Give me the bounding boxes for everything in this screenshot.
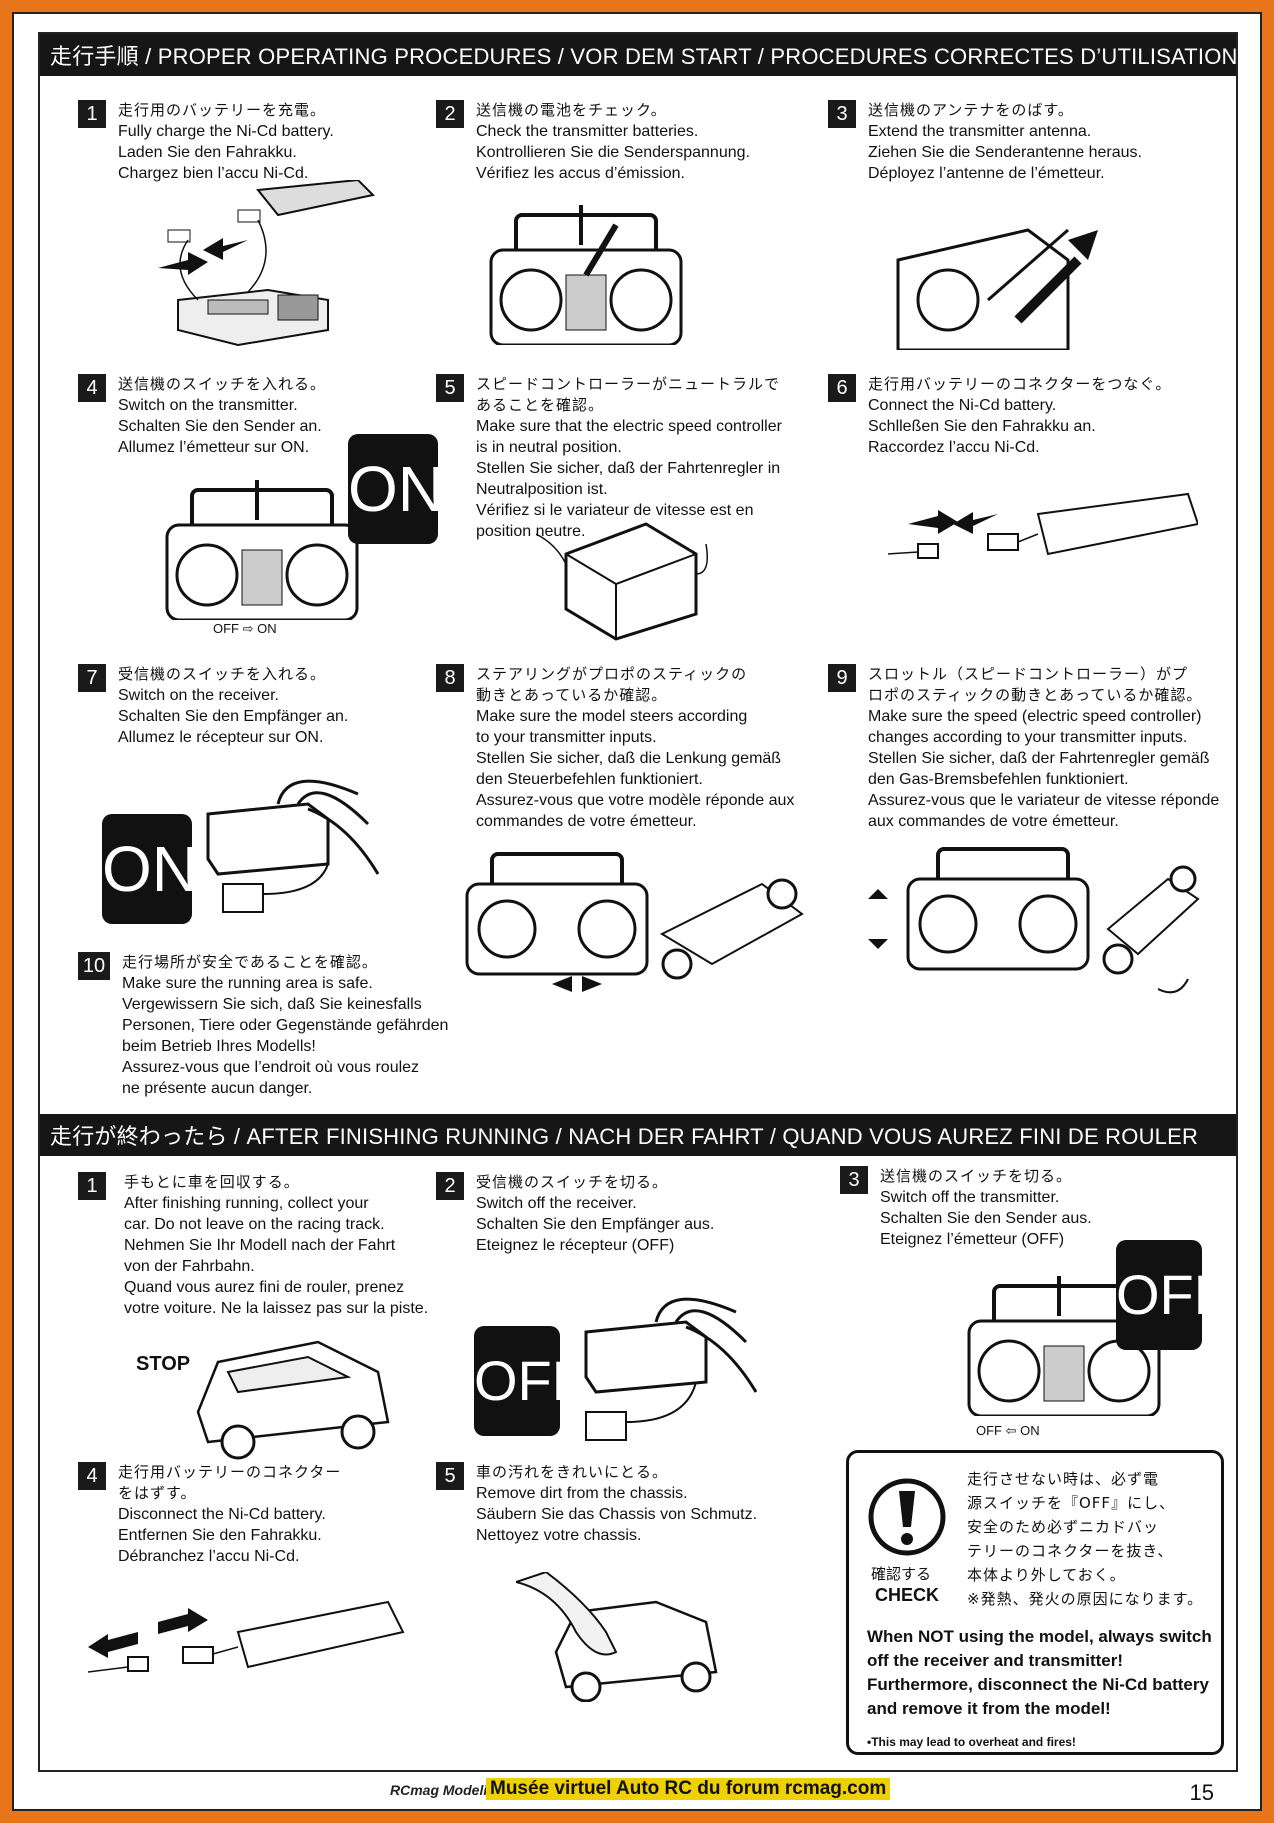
step-jp: スピードコントローラーがニュートラルで あることを確認。 [476,375,781,414]
section-header-after-running: 走行が終わったら / AFTER FINISHING RUNNING / NAC… [40,1114,1236,1156]
step-text: Switch off the transmitter. Schalten Sie… [880,1189,1092,1248]
step-2: 2 送信機の電池をチェック。 Check the transmitter batt… [436,100,796,390]
step-9: 9 スロットル（スピードコントローラー）がプ ロポのスティックの動きとあっている… [828,664,1228,1004]
step-number: 6 [828,374,856,402]
check-jp-text: 走行させない時は、必ず電 源スイッチを『OFF』にし、 安全のため必ずニカドバッ… [967,1470,1204,1608]
step-number: 7 [78,664,106,692]
step-jp: 受信機のスイッチを入れる。 [118,665,327,683]
step-text: Fully charge the Ni-Cd battery. Laden Si… [118,123,334,182]
step-number: 2 [436,100,464,128]
check-label: CHECK [875,1585,940,1605]
check-note: •This may lead to overheat and fires! [867,1735,1076,1749]
step-number: 10 [78,952,110,980]
step-jp: 走行場所が安全であることを確認。 [122,953,378,971]
car-illustration [196,1340,390,1460]
step-7: 7 受信機のスイッチを入れる。 Switch on the receiver. S… [78,664,438,964]
step-text: After finishing running, collect your ca… [124,1195,429,1317]
step-number: 5 [436,374,464,402]
off-on-caption: OFF ⇦ ON [976,1423,1040,1438]
step-text: Make sure the model steers according to … [476,708,795,830]
step-jp: 走行用のバッテリーを充電。 [118,101,327,119]
page-number: 15 [1189,1780,1214,1805]
step-text: Remove dirt from the chassis. Säubern Si… [476,1485,758,1544]
step-jp: 送信機の電池をチェック。 [476,101,667,119]
step-text: Make sure the speed (electric speed cont… [868,708,1220,830]
step-number: 4 [78,1462,106,1490]
battery-charger-illustration [158,180,376,347]
step-10: 10 走行場所が安全であることを確認。 Make sure the running… [78,952,498,1102]
on-badge: ON [348,434,444,544]
check-warning-box: 確認する CHECK 走行させない時は、必ず電 源スイッチを『OFF』にし、 安… [846,1450,1224,1755]
step-jp: 送信機のスイッチを入れる。 [118,375,327,393]
step-number: 5 [436,1462,464,1490]
step-number: 1 [78,100,106,128]
warning-icon [868,1478,946,1556]
step-jp: 走行用バッテリーのコネクターをつなぐ。 [868,375,1172,393]
stop-label: STOP [136,1353,191,1375]
after-step-2: 2 受信機のスイッチを切る。 Switch off the receiver. S… [436,1172,816,1452]
step-text: Switch on the receiver. Schalten Sie den… [118,687,349,746]
content-frame [38,32,1238,1772]
step-number: 3 [828,100,856,128]
step-number: 2 [436,1172,464,1200]
after-step-3: 3 送信機のスイッチを切る。 Switch off the transmitter… [840,1166,1240,1446]
step-6: 6 走行用バッテリーのコネクターをつなぐ。 Connect the Ni-Cd b… [828,374,1228,654]
step-text: Extend the transmitter antenna. Ziehen S… [868,123,1142,182]
step-4: 4 送信機のスイッチを入れる。 Switch on the transmitter… [78,374,444,654]
step-jp: 送信機のスイッチを切る。 [880,1167,1073,1185]
step-text: Switch on the transmitter. Schalten Sie … [118,397,322,456]
step-text: Check the transmitter batteries. Kontrol… [476,123,750,182]
step-text: Switch off the receiver. Schalten Sie de… [476,1195,715,1254]
speed-controller-illustration [536,522,708,641]
step-text: Connect the Ni-Cd battery. Schlleßen Sie… [868,397,1096,456]
transmitter-illustration [967,1276,1161,1416]
check-jp-label: 確認する [871,1565,932,1583]
transmitter-illustration [489,205,683,345]
battery-disconnect-illustration [88,1600,405,1673]
step-number: 1 [78,1172,106,1200]
off-badge: OFF [1116,1240,1228,1350]
step-5: 5 スピードコントローラーがニュートラルで あることを確認。 Make sure … [436,374,816,654]
receiver-illustration [206,779,380,913]
step-number: 9 [828,664,856,692]
step-jp: 車の汚れをきれいにとる。 [476,1463,669,1481]
transmitter-illustration [165,480,359,620]
step-1: 1 走行用のバッテリーを充電。 Fully charge the Ni-Cd ba… [78,100,418,390]
check-en-text: When NOT using the model, always switch … [867,1627,1212,1718]
steering-check-illustration [465,852,804,992]
step-jp: 手もとに車を回収する。 [124,1173,300,1191]
off-badge: OFF [474,1326,586,1436]
after-step-4: 4 走行用バッテリーのコネクター をはずす。 Disconnect the Ni-… [78,1462,458,1702]
step-jp: スロットル（スピードコントローラー）がプ ロポのスティックの動きとあっているか確… [868,665,1203,704]
step-number: 8 [436,664,464,692]
step-jp: ステアリングがプロポのスティックの 動きとあっているか確認。 [476,665,748,704]
step-jp: 送信機のアンテナをのばす。 [868,101,1074,119]
step-jp: 走行用バッテリーのコネクター をはずす。 [118,1463,342,1502]
step-number: 4 [78,374,106,402]
step-text: Make sure the running area is safe. Verg… [122,975,449,1097]
section-header-procedures: 走行手順 / PROPER OPERATING PROCEDURES / VOR… [40,34,1236,76]
step-3: 3 送信機のアンテナをのばす。 Extend the transmitter an… [828,100,1228,390]
off-on-caption: OFF ⇨ ON [213,621,277,636]
battery-connector-illustration [888,492,1198,559]
step-jp: 受信機のスイッチを切る。 [476,1173,669,1191]
step-8: 8 ステアリングがプロポのスティックの 動きとあっているか確認。 Make sur… [436,664,826,1004]
after-step-1: 1 手もとに車を回収する。 After finishing running, co… [78,1172,458,1462]
cleaning-illustration [516,1572,718,1702]
step-text: Make sure that the electric speed contro… [476,418,782,540]
antenna-illustration [896,228,1098,350]
receiver-illustration [584,1297,758,1441]
on-badge: ON [102,814,198,924]
footer-watermark-text: Musée virtuel Auto RC du forum rcmag.com [486,1778,891,1800]
step-number: 3 [840,1166,868,1194]
throttle-check-illustration [868,847,1200,994]
step-text: Disconnect the Ni-Cd battery. Entfernen … [118,1506,326,1565]
after-step-5: 5 車の汚れをきれいにとる。 Remove dirt from the chass… [436,1462,816,1702]
